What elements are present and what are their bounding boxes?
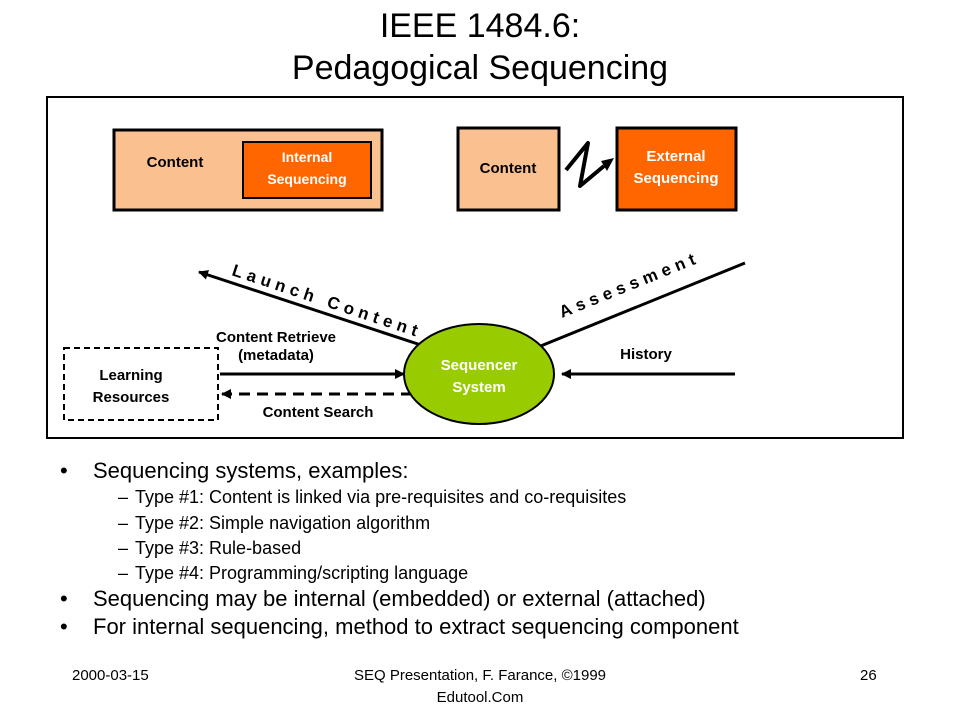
sequencer-system-node — [403, 323, 555, 425]
history-label: History — [620, 346, 672, 363]
assessment-arrow — [520, 261, 746, 356]
content-retrieve-label-line2: (metadata) — [238, 347, 314, 364]
footer-page-number: 26 — [860, 667, 877, 684]
sub-bullet-type2: Type #2: Simple navigation algorithm — [135, 513, 431, 533]
content-search-label: Content Search — [263, 404, 374, 421]
sequencer-system-line2: System — [452, 379, 505, 396]
external-sequencing-box — [615, 126, 738, 212]
sub-dash-2: – — [118, 513, 129, 533]
bullet-sequencing-systems: Sequencing systems, examples: — [93, 458, 409, 483]
sub-dash-1: – — [118, 487, 129, 507]
sub-bullet-type4: Type #4: Programming/scripting language — [135, 563, 469, 583]
sequencer-system-line1: Sequencer — [441, 357, 518, 374]
bullet-extract-method: For internal sequencing, method to extra… — [93, 614, 739, 639]
external-sequencing-line1: External — [646, 148, 705, 165]
learning-resources-line1: Learning — [99, 367, 162, 384]
bullet-dot-2: • — [60, 586, 68, 611]
internal-sequencing-line2: Sequencing — [267, 171, 346, 187]
internal-sequencing-line1: Internal — [282, 149, 333, 165]
footer-center-line1: SEQ Presentation, F. Farance, ©1999 — [353, 667, 607, 684]
sub-bullet-type3: Type #3: Rule-based — [135, 538, 302, 558]
learning-resources-line2: Resources — [93, 389, 170, 406]
internal-sequencing-box — [242, 141, 372, 199]
external-sequencing-line2: Sequencing — [633, 170, 718, 187]
content-label-external: Content — [480, 160, 537, 177]
bullet-dot-3: • — [60, 614, 68, 639]
content-retrieve-label-line1: Content Retrieve — [216, 329, 336, 346]
bullet-internal-external: Sequencing may be internal (embedded) or… — [93, 586, 706, 611]
footer-date: 2000-03-15 — [72, 667, 149, 684]
slide-title-line2: Pedagogical Sequencing — [291, 49, 669, 87]
launch-content-arrow — [198, 270, 431, 350]
attachment-connector — [564, 141, 606, 188]
bullet-dot-1: • — [60, 458, 68, 483]
content-label-internal: Content — [147, 154, 204, 171]
sub-dash-4: – — [118, 563, 129, 583]
footer-center-line2: Edutool.Com — [436, 689, 524, 706]
slide-title-line1: IEEE 1484.6: — [379, 7, 581, 45]
learning-resources-box — [63, 347, 219, 421]
attachment-arrowhead — [601, 158, 614, 171]
sub-dash-3: – — [118, 538, 129, 558]
content-box-external — [456, 126, 561, 212]
sub-bullet-type1: Type #1: Content is linked via pre-requi… — [135, 487, 627, 507]
